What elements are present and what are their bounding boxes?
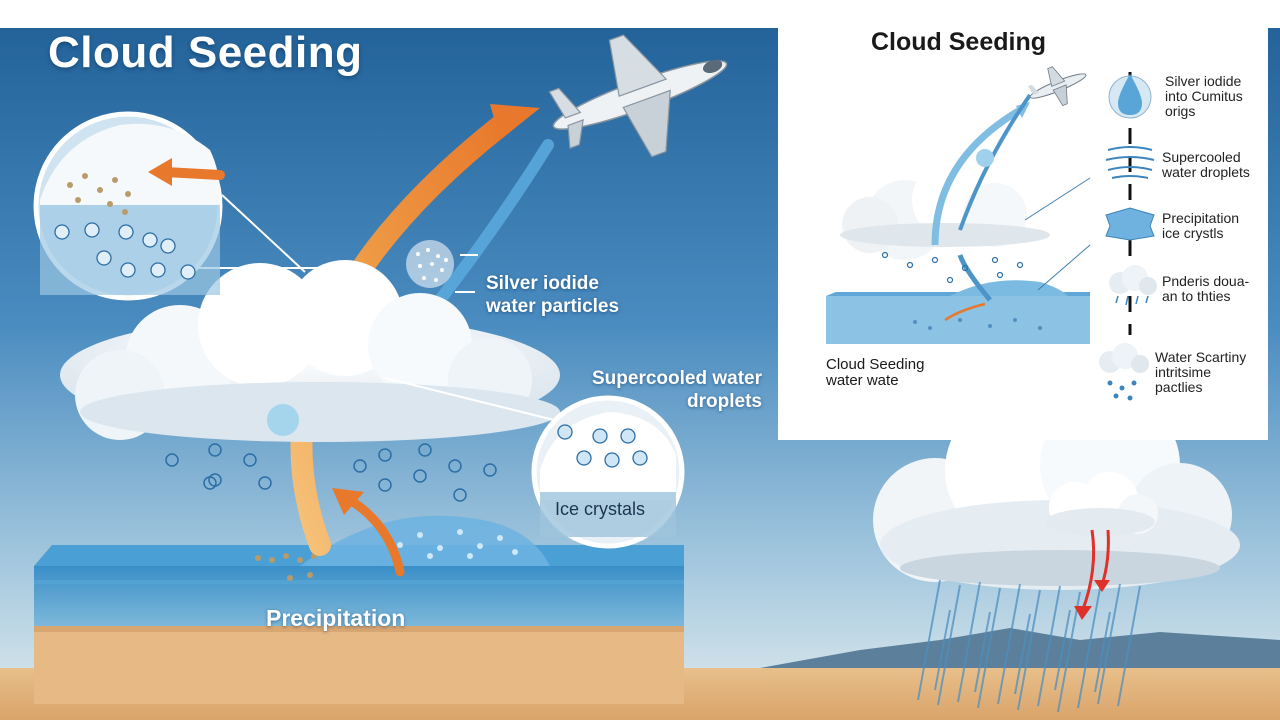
zoom-circle-ice <box>384 377 685 549</box>
main-cloud <box>60 260 560 442</box>
ground-particles <box>255 553 317 581</box>
zoom-circle-cloud <box>33 111 325 301</box>
uplift-arrow <box>345 495 405 577</box>
legend-line: intritsime <box>1155 364 1212 380</box>
inset-footer-label: Cloud Seeding water wate <box>826 357 924 389</box>
precipitation-label: Precipitation <box>266 605 406 631</box>
uplift-arrow-head <box>332 488 364 515</box>
rain-arrow-head-2 <box>1094 580 1110 592</box>
inset-footer-line2: water wate <box>826 372 899 389</box>
dome-bubbles <box>397 529 518 559</box>
legend-line: an to thties <box>1162 288 1231 304</box>
water-drop-icon <box>1108 74 1152 119</box>
inset-legend-item: Water Scartiny intritsime pactlies <box>1155 350 1246 395</box>
legend-line: origs <box>1165 103 1196 119</box>
seed-cluster <box>267 404 299 436</box>
drizzle-cloud-icon <box>1099 343 1149 401</box>
falling-droplets <box>165 443 497 502</box>
legend-line: into Cumitus <box>1165 88 1243 104</box>
legend-line: pactlies <box>1155 379 1203 395</box>
airplane <box>548 34 728 158</box>
legend-line: Pnderis doua- <box>1162 273 1250 289</box>
silver-iodide-dots <box>416 248 448 282</box>
inset-legend-item: Silver iodide into Cumitus origs <box>1165 74 1243 119</box>
supercooled-label: Supercooled water droplets <box>592 367 762 413</box>
silver-iodide-label-line2: water particles <box>486 296 620 317</box>
legend-line: Precipitation <box>1162 210 1240 226</box>
page-title: Cloud Seeding <box>48 28 363 77</box>
inset-illustration <box>826 66 1132 344</box>
legend-line: Supercooled <box>1162 149 1241 165</box>
supercooled-label-line1: Supercooled water <box>592 368 762 389</box>
orange-arc-head <box>490 104 540 140</box>
inset-title: Cloud Seeding <box>871 28 1046 56</box>
inset-footer-line1: Cloud Seeding <box>826 356 925 373</box>
inset-legend-item: Supercooled water droplets <box>1162 150 1250 180</box>
small-rain-cloud <box>1045 472 1158 536</box>
ice-crystals-label: Ice crystals <box>555 499 646 519</box>
legend-line: water droplets <box>1162 164 1250 180</box>
legend-line: Silver iodide <box>1165 73 1242 89</box>
legend-line: ice crystls <box>1162 225 1224 241</box>
silver-iodide-label: Silver iodide water particles <box>486 272 619 318</box>
rain-cloud-icon <box>1109 265 1157 306</box>
legend-line: Water Scartiny <box>1155 349 1247 365</box>
ice-crystal-icon <box>1105 207 1155 241</box>
rain-streaks <box>917 579 1141 713</box>
ground-block <box>34 545 684 704</box>
droplet-layers-icon <box>1105 146 1155 179</box>
supercooled-label-line2: droplets <box>687 391 762 412</box>
inset-legend-item: Precipitation ice crystls <box>1162 211 1239 241</box>
top-margin <box>0 0 1280 28</box>
inset-legend-item: Pnderis doua- an to thties <box>1162 274 1249 304</box>
water-dome <box>300 515 550 566</box>
rain-arrow-head <box>1074 606 1092 620</box>
silver-iodide-label-line1: Silver iodide <box>486 273 599 294</box>
